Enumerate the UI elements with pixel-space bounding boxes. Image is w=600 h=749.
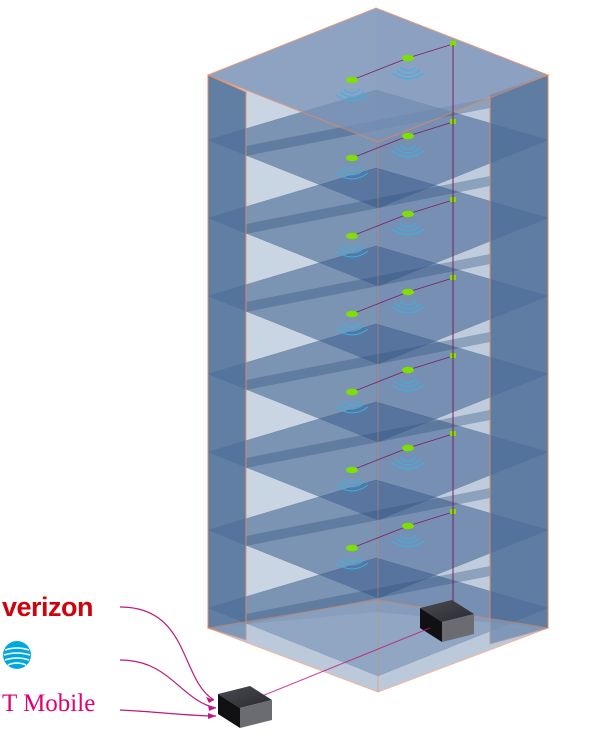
antenna-icon [346, 466, 358, 474]
signal-wave-icon [391, 228, 425, 236]
floor-band [246, 176, 490, 234]
signal-wave-icon [335, 562, 369, 570]
antenna-icon [402, 54, 414, 62]
verizon-link [119, 606, 215, 701]
signal-wave-icon [395, 381, 421, 388]
antenna-icon [402, 288, 414, 296]
signal-wave-icon [335, 484, 369, 492]
floor-antennas [335, 431, 456, 492]
antenna-icon [346, 154, 358, 162]
splitter-node [450, 41, 456, 46]
signal-wave-icon [339, 559, 365, 566]
att-link [119, 659, 217, 709]
signal-wave-icon [399, 222, 417, 228]
att-globe-icon [3, 641, 31, 669]
signal-wave-icon [395, 303, 421, 310]
signal-wave-icon [335, 172, 369, 180]
floor-antennas [335, 119, 456, 180]
signal-wave-icon [399, 144, 417, 150]
floor-band [246, 332, 490, 390]
signal-wave-icon [343, 322, 361, 328]
building-front [206, 7, 550, 693]
signal-wave-icon [343, 88, 361, 94]
antenna-icon [402, 522, 414, 530]
signal-wave-icon [335, 406, 369, 414]
signal-wave-icon [339, 403, 365, 410]
floor-band [246, 254, 490, 312]
signal-wave-icon [395, 69, 421, 76]
signal-wave-icon [391, 306, 425, 314]
signal-wave-icon [339, 325, 365, 332]
signal-wave-icon [399, 300, 417, 306]
signal-wave-icon [335, 94, 369, 102]
antenna-icon [402, 132, 414, 140]
antenna-icon [346, 544, 358, 552]
signal-wave-icon [339, 481, 365, 488]
antenna-icon [402, 444, 414, 452]
signal-wave-icon [343, 478, 361, 484]
signal-wave-icon [399, 378, 417, 384]
signal-wave-icon [343, 166, 361, 172]
signal-wave-icon [339, 91, 365, 98]
signal-wave-icon [395, 225, 421, 232]
carrier-arrowheads [206, 697, 216, 719]
floor-antennas [335, 41, 456, 102]
tmobile-logo: T Mobile [2, 690, 96, 717]
feed-cable [261, 627, 431, 697]
signal-wave-icon [395, 459, 421, 466]
signal-wave-icon [391, 72, 425, 80]
signal-wave-icon [391, 384, 425, 392]
signal-wave-icon [395, 537, 421, 544]
headend-unit [420, 600, 474, 642]
signal-wave-icon [391, 462, 425, 470]
antenna-icon [346, 232, 358, 240]
signal-wave-icon [391, 150, 425, 158]
signal-wave-icon [339, 169, 365, 176]
signal-wave-icon [399, 456, 417, 462]
signal-wave-icon [391, 540, 425, 548]
floor-band [246, 566, 490, 624]
donor-unit [218, 686, 272, 728]
floor-band [246, 488, 490, 546]
signal-wave-icon [339, 247, 365, 254]
verizon-logo: verizon [2, 592, 94, 622]
carrier-links [119, 606, 217, 717]
signal-wave-icon [335, 250, 369, 258]
tmobile-link [119, 709, 217, 717]
antenna-icon [346, 388, 358, 396]
signal-wave-icon [395, 147, 421, 154]
antenna-icon [402, 366, 414, 374]
signal-wave-icon [343, 556, 361, 562]
signal-wave-icon [343, 400, 361, 406]
floor-band [246, 410, 490, 468]
antenna-icon [346, 76, 358, 84]
signal-wave-icon [343, 244, 361, 250]
antenna-icon [346, 310, 358, 318]
signal-wave-icon [335, 328, 369, 336]
antenna-icon [402, 210, 414, 218]
signal-wave-icon [399, 66, 417, 72]
signal-wave-icon [399, 534, 417, 540]
